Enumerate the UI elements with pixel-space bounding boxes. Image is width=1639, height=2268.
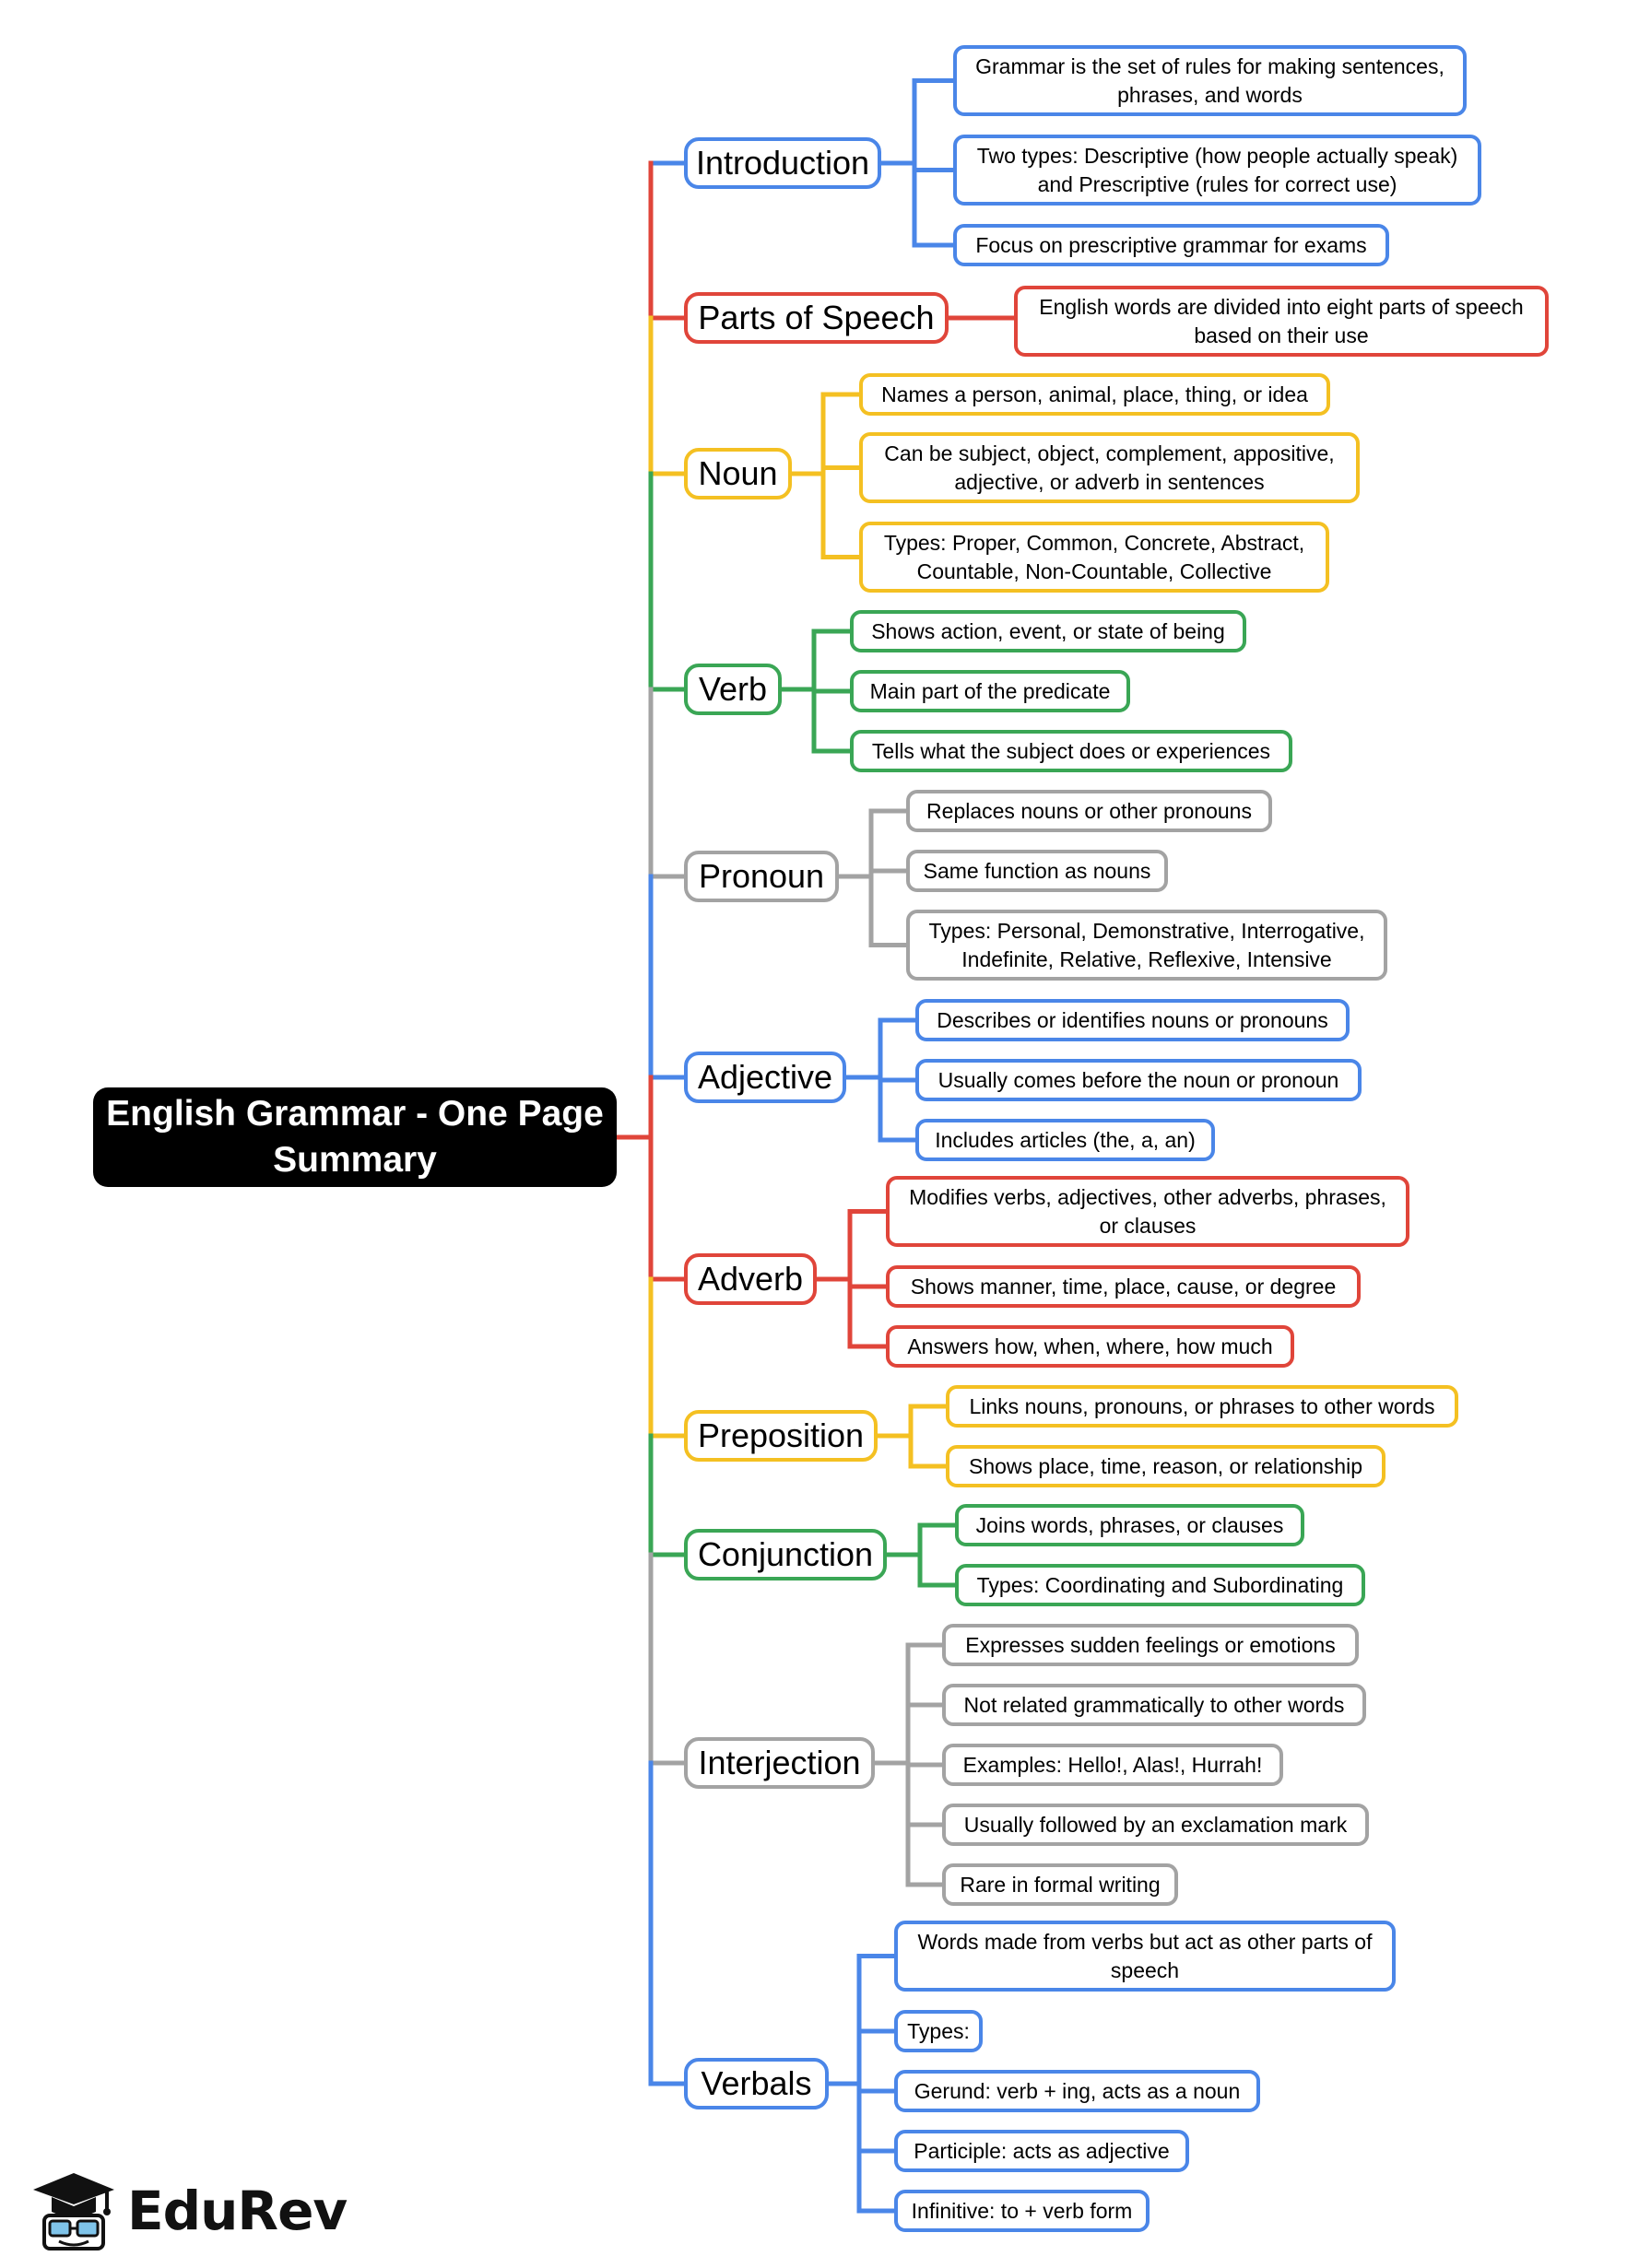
leaf-pronoun-1[interactable]: Replaces nouns or other pronouns xyxy=(906,790,1272,832)
leaf-noun-3[interactable]: Types: Proper, Common, Concrete, Abstrac… xyxy=(859,522,1329,593)
branch-adjective[interactable]: Adjective xyxy=(684,1052,846,1103)
branch-pronoun[interactable]: Pronoun xyxy=(684,851,839,902)
leaf-introduction-3[interactable]: Focus on prescriptive grammar for exams xyxy=(953,224,1389,266)
leaf-interjection-4[interactable]: Usually followed by an exclamation mark xyxy=(942,1804,1369,1846)
leaf-adverb-3[interactable]: Answers how, when, where, how much xyxy=(886,1325,1294,1368)
branch-verbals[interactable]: Verbals xyxy=(684,2058,829,2109)
branch-parts-of-speech[interactable]: Parts of Speech xyxy=(684,292,949,344)
leaf-verb-3[interactable]: Tells what the subject does or experienc… xyxy=(850,730,1292,772)
branch-interjection[interactable]: Interjection xyxy=(684,1737,875,1789)
leaf-adverb-1[interactable]: Modifies verbs, adjectives, other adverb… xyxy=(886,1176,1409,1247)
leaf-interjection-1[interactable]: Expresses sudden feelings or emotions xyxy=(942,1624,1359,1666)
leaf-interjection-3[interactable]: Examples: Hello!, Alas!, Hurrah! xyxy=(942,1744,1283,1786)
branch-verb[interactable]: Verb xyxy=(684,664,782,715)
leaf-verbals-1[interactable]: Words made from verbs but act as other p… xyxy=(894,1921,1396,1992)
branch-noun[interactable]: Noun xyxy=(684,448,792,499)
leaf-pronoun-2[interactable]: Same function as nouns xyxy=(906,850,1168,892)
root-node[interactable]: English Grammar - One Page Summary xyxy=(93,1087,617,1187)
leaf-noun-2[interactable]: Can be subject, object, complement, appo… xyxy=(859,432,1360,503)
leaf-interjection-5[interactable]: Rare in formal writing xyxy=(942,1863,1178,1906)
leaf-conjunction-1[interactable]: Joins words, phrases, or clauses xyxy=(955,1504,1304,1546)
branch-conjunction[interactable]: Conjunction xyxy=(684,1529,887,1581)
leaf-verbals-3[interactable]: Gerund: verb + ing, acts as a noun xyxy=(894,2070,1260,2112)
branch-introduction[interactable]: Introduction xyxy=(684,137,881,189)
leaf-pronoun-3[interactable]: Types: Personal, Demonstrative, Interrog… xyxy=(906,910,1387,981)
leaf-verb-2[interactable]: Main part of the predicate xyxy=(850,670,1130,712)
edurev-logo: EduRev xyxy=(31,2169,348,2252)
graduation-cap-icon xyxy=(33,2173,114,2250)
leaf-interjection-2[interactable]: Not related grammatically to other words xyxy=(942,1684,1366,1726)
leaf-noun-1[interactable]: Names a person, animal, place, thing, or… xyxy=(859,373,1330,416)
branch-adverb[interactable]: Adverb xyxy=(684,1253,817,1305)
leaf-conjunction-2[interactable]: Types: Coordinating and Subordinating xyxy=(955,1564,1365,1606)
leaf-preposition-1[interactable]: Links nouns, pronouns, or phrases to oth… xyxy=(946,1385,1458,1428)
branch-preposition[interactable]: Preposition xyxy=(684,1410,878,1462)
leaf-adjective-2[interactable]: Usually comes before the noun or pronoun xyxy=(915,1059,1362,1101)
leaf-parts-of-speech-1[interactable]: English words are divided into eight par… xyxy=(1014,286,1549,357)
leaf-preposition-2[interactable]: Shows place, time, reason, or relationsh… xyxy=(946,1445,1385,1487)
leaf-adjective-3[interactable]: Includes articles (the, a, an) xyxy=(915,1119,1215,1161)
leaf-verbals-2[interactable]: Types: xyxy=(894,2010,983,2052)
leaf-verb-1[interactable]: Shows action, event, or state of being xyxy=(850,610,1246,652)
leaf-verbals-5[interactable]: Infinitive: to + verb form xyxy=(894,2190,1150,2232)
leaf-introduction-1[interactable]: Grammar is the set of rules for making s… xyxy=(953,45,1467,116)
brand-name: EduRev xyxy=(127,2180,348,2242)
leaf-adverb-2[interactable]: Shows manner, time, place, cause, or deg… xyxy=(886,1265,1361,1308)
leaf-adjective-1[interactable]: Describes or identifies nouns or pronoun… xyxy=(915,999,1350,1041)
leaf-introduction-2[interactable]: Two types: Descriptive (how people actua… xyxy=(953,135,1481,206)
leaf-verbals-4[interactable]: Participle: acts as adjective xyxy=(894,2130,1189,2172)
